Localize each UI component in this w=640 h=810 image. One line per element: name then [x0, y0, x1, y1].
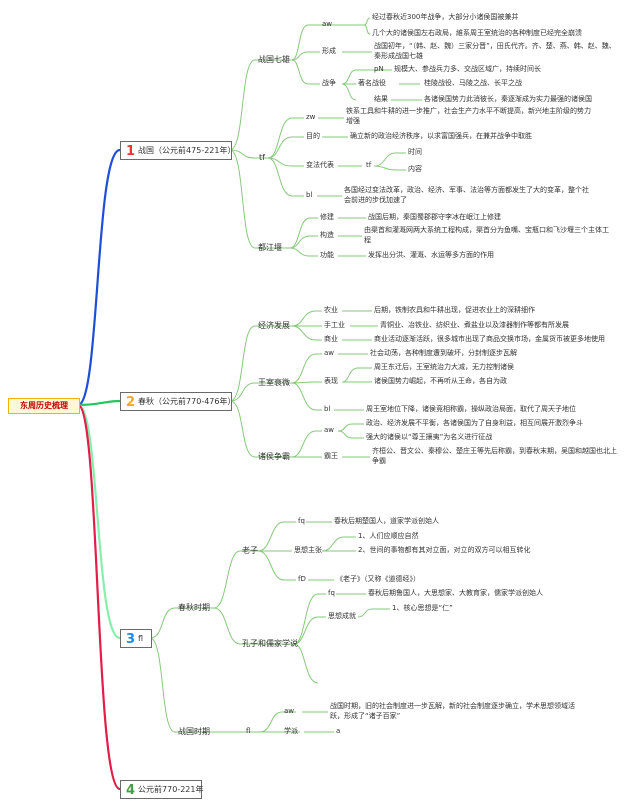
node-zg-aw[interactable]: aw — [284, 707, 295, 715]
node-zb-aw[interactable]: aw — [324, 426, 335, 434]
node-djy-gz[interactable]: 构造 — [320, 231, 334, 239]
node-ws-bx-2: 诸侯国势力崛起，不再听从王命，各自为政 — [374, 377, 507, 385]
node-zz-jg[interactable]: 结果 — [374, 95, 388, 103]
node-djy-gn[interactable]: 功能 — [320, 251, 334, 259]
node-qx-aw-1: 经过春秋近300年战争，大部分小诸侯国被兼并 — [372, 13, 519, 21]
node-tf-bl[interactable]: bl — [306, 191, 313, 199]
node-kz-fq-text: 春秋后期鲁国人，大思想家、大教育家，儒家学派创始人 — [368, 589, 543, 597]
node-zg-aw-2: 跃，形成了“诸子百家” — [330, 712, 401, 720]
node-kz-sx-1: 1、核心思想是“仁” — [392, 604, 453, 612]
node-zg-xp-a[interactable]: a — [336, 727, 341, 735]
node-kz-sx[interactable]: 思想成就 — [328, 612, 356, 620]
node-qixiong[interactable]: 战国七雄 — [258, 55, 290, 64]
node-tf-md-text: 确立新的政治经济秩序，以求富国强兵，在兼并战争中取胜 — [350, 132, 532, 140]
node-tf-bf-tf[interactable]: tf — [366, 161, 372, 169]
node-lz-fq[interactable]: fq — [298, 517, 305, 525]
node-kz[interactable]: 孔子和儒家学说 — [242, 639, 298, 648]
branch-number: 4 — [126, 783, 136, 798]
node-ws-aw[interactable]: aw — [324, 349, 335, 357]
node-qx-zz[interactable]: 战争 — [322, 79, 336, 87]
node-sy-text: 商业活动逐渐活跃，很多城市出现了商品交换市场，金属货币被更多地使用 — [374, 335, 605, 343]
node-tf-zw[interactable]: zw — [306, 113, 316, 121]
node-djy-xj-text: 战国后期，秦国蜀郡郡守李冰在岷江上修建 — [368, 213, 501, 221]
node-zb-bw-1: 齐桓公、晋文公、秦穆公、楚庄王等先后称霸，到春秋末期，吴国和越国也北上 — [372, 447, 617, 455]
node-zg-xp[interactable]: 学派 — [284, 727, 298, 735]
node-ws-bx[interactable]: 表现 — [324, 377, 338, 385]
node-zz-zm[interactable]: 著名战役 — [358, 79, 386, 87]
node-lz[interactable]: 老子 — [242, 546, 258, 555]
node-sgy-text: 青铜业、冶铁业、纺织业、煮盐业以及漆器制作等都有所发展 — [380, 321, 569, 329]
branch-label: fl — [138, 634, 144, 643]
node-zb-bw-2: 争霸 — [372, 457, 386, 465]
node-ny[interactable]: 农业 — [324, 306, 338, 314]
node-zg[interactable]: 战国时期 — [178, 727, 210, 736]
node-qx-aw-2: 几个大的诸侯国左右政局，維系周王室统治的各种制度已经完全崩溃 — [372, 29, 582, 37]
node-jjfz[interactable]: 经济发展 — [258, 321, 290, 330]
branch-label: 战国（公元前475-221年） — [138, 146, 236, 155]
node-tf-bf-content[interactable]: 内容 — [408, 165, 422, 173]
node-qx-xc-1: 战国初年，“（韩、赵、魏）三家分晋”，田氏代齐。齐、楚、燕、韩、赵、魏、 — [374, 42, 616, 50]
node-zz-pn-text: 规模大、参战兵力多、交战区域广，持续时间长 — [394, 65, 541, 73]
node-zz-pn[interactable]: pN — [374, 65, 384, 73]
node-zb-aw-2: 强大的诸侯以“尊王攘夷”为名义进行征战 — [366, 433, 493, 441]
node-wssj[interactable]: 王室衰微 — [258, 378, 290, 387]
node-djy-gz-2: 程 — [364, 236, 371, 244]
node-lz-fd-text: 《老子》（又称《道德经》） — [336, 575, 420, 583]
node-tf-bf[interactable]: 变法代表 — [306, 161, 334, 169]
node-qx-xc[interactable]: 形成 — [322, 47, 336, 55]
node-ws-bl[interactable]: bl — [324, 405, 331, 413]
node-ws-bx-1: 周王东迁后，王室统治力大减，无力控制诸侯 — [374, 363, 514, 371]
node-ws-aw-text: 社会动荡，各种制度遭到破坏，分封制逐步瓦解 — [370, 349, 517, 357]
node-lz-sx-1: 1、人们应顺应自然 — [358, 532, 419, 540]
node-zhzb[interactable]: 诸侯争霸 — [258, 452, 290, 461]
root-node[interactable]: 东周历史梳理 — [8, 398, 80, 414]
node-tf-bf-time[interactable]: 时间 — [408, 148, 422, 156]
node-tf-bl-2: 会前进的步伐加速了 — [344, 196, 407, 204]
node-tf-zw-2: 增强 — [346, 117, 360, 125]
node-lz-fq-text: 春秋后期楚国人，道家学派创始人 — [334, 517, 439, 525]
node-kz-fq[interactable]: fq — [328, 589, 335, 597]
node-zz-jg-text: 各诸侯国势力此消彼长，秦逐渐成为实力最强的诸侯国 — [424, 95, 592, 103]
node-ws-bl-text: 周王室地位下降，诸侯竞相称霸，操纵政治局面，取代了周天子地位 — [366, 405, 576, 413]
node-qx-xc-2: 秦形成战国七雄 — [374, 52, 423, 60]
node-lz-fd[interactable]: fD — [298, 575, 306, 583]
node-djy-gz-1: 由渠首和灌溉网两大系统工程构成，渠首分为鱼嘴、宝瓶口和飞沙堰三个主体工 — [364, 226, 609, 234]
node-ny-text: 后期，铁制农具和牛耕出现，促进农业上的深耕细作 — [374, 306, 535, 314]
branch-number: 1 — [126, 144, 136, 159]
node-qx-aw[interactable]: aw — [322, 20, 333, 28]
node-tf-bl-1: 各国经过变法改革，政治、经济、军事、法治等方面都发生了大的变革，整个社 — [344, 186, 589, 194]
node-cq[interactable]: 春秋时期 — [178, 603, 210, 612]
node-zb-bw[interactable]: 霸王 — [324, 452, 338, 460]
branch-label: 春秋（公元前770-476年） — [138, 397, 236, 406]
node-zz-zm-text: 桂陵战役、马陵之战、长平之战 — [424, 79, 522, 87]
node-zg-aw-1: 战国时期，旧的社会制度进一步瓦解，新的社会制度逐步确立，学术思想领域活 — [330, 702, 575, 710]
node-sy[interactable]: 商业 — [324, 335, 338, 343]
branch-number: 3 — [126, 632, 136, 647]
node-djy-xj[interactable]: 修建 — [320, 213, 334, 221]
node-djy-gn-text: 发挥出分洪、灌溉、水运等多方面的作用 — [368, 251, 494, 259]
node-tf[interactable]: tf — [259, 153, 265, 162]
node-zg-fl[interactable]: fl — [246, 727, 251, 735]
node-zb-aw-1: 政治、经济发展不平衡，各诸侯国为了自身利益，相互间展开激烈争斗 — [366, 419, 583, 427]
node-tf-zw-1: 铁系工具和牛耕的进一步推广，社会生产力水平不断提高，新兴地主阶级的势力 — [346, 107, 591, 115]
node-tf-md[interactable]: 目的 — [306, 132, 320, 140]
node-lz-sx[interactable]: 思想主张 — [294, 546, 322, 554]
branch-label: 公元前770-221年 — [138, 785, 204, 794]
node-lz-sx-2: 2、世间的事物都有其对立面，对立的双方可以相互转化 — [358, 546, 531, 554]
branch-number: 2 — [126, 395, 136, 410]
node-djy[interactable]: 都江堰 — [258, 243, 282, 252]
node-sgy[interactable]: 手工业 — [324, 321, 345, 329]
